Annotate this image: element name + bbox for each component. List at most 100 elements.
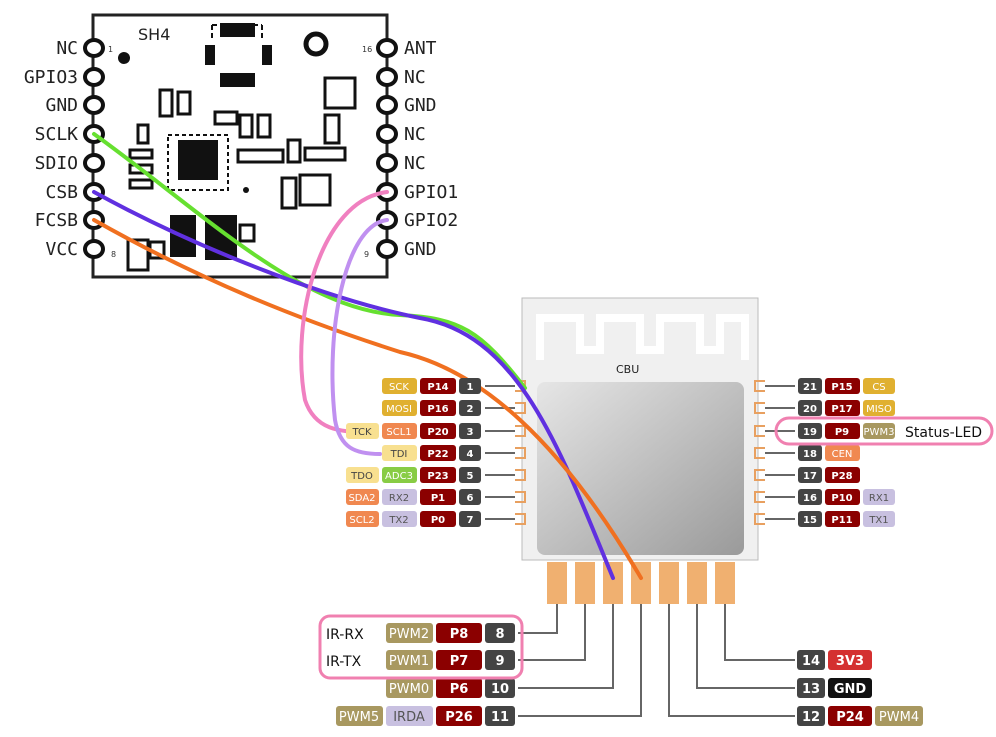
func-label: MOSI xyxy=(386,404,412,415)
func-label: ADC3 xyxy=(385,471,413,482)
func-label: SCL1 xyxy=(386,427,411,438)
func-label: RX2 xyxy=(389,493,409,504)
cbu-antenna-trace xyxy=(536,314,749,360)
cbu-right-pads xyxy=(754,380,765,525)
pin-number: 15 xyxy=(803,515,817,526)
gpio-label: P6 xyxy=(450,682,469,697)
gpio-label: P8 xyxy=(450,627,469,642)
gpio-label: P26 xyxy=(445,710,473,725)
sh4-left-pin-labels: NC GPIO3 GND SCLK SDIO CSB FCSB VCC xyxy=(24,38,78,260)
pin-number: 5 xyxy=(467,471,474,482)
sh4-pin9-number: 9 xyxy=(364,250,369,259)
pin-number: 8 xyxy=(495,627,504,642)
sh4-left-pin-label: GND xyxy=(45,95,78,116)
func-label: TX2 xyxy=(388,515,408,526)
sh4-left-pin-label: SCLK xyxy=(35,124,79,145)
status-led-highlight xyxy=(774,416,994,446)
gpio-label: P23 xyxy=(427,471,448,482)
cbu-bottom-left-labels: 8 P8 PWM2 9 P7 PWM1 10 P6 PWM0 11 P26 IR… xyxy=(336,623,515,726)
sh4-right-pin-label: NC xyxy=(404,67,426,88)
func-label-2: SDA2 xyxy=(348,493,375,504)
func-label: PWM4 xyxy=(879,710,919,725)
func-label: PWM1 xyxy=(389,654,429,669)
sh4-board: SH4 1 16 8 9 xyxy=(24,13,458,279)
cbu-left-labels: 1 P14 SCK 2 P16 MOSI 3 P20 SCL1 TCK 4 P2… xyxy=(346,378,481,527)
sh4-pin8-number: 8 xyxy=(111,250,116,259)
pin-number: 17 xyxy=(803,471,817,482)
pin-number: 21 xyxy=(803,382,817,393)
sh4-left-pin-label: FCSB xyxy=(35,210,78,231)
sh4-right-pin-labels: ANT NC GND NC NC GPIO1 GPIO2 GND xyxy=(404,38,458,260)
func-label: CS xyxy=(872,382,885,393)
func-label: PWM0 xyxy=(389,682,429,697)
sh4-mount-hole xyxy=(303,31,329,57)
sh4-left-pin-label: GPIO3 xyxy=(24,67,78,88)
func-label: PWM3 xyxy=(864,427,895,438)
cbu-title: CBU xyxy=(616,363,639,376)
sh4-pin16-number: 16 xyxy=(362,45,372,54)
func-label: TDI xyxy=(390,449,408,460)
func-label: PWM2 xyxy=(389,627,429,642)
gpio-label: P24 xyxy=(836,710,864,725)
pin-number: 19 xyxy=(803,427,817,438)
sh4-title: SH4 xyxy=(138,25,170,44)
func-label-2: TCK xyxy=(351,427,372,438)
sh4-left-pin-label: SDIO xyxy=(35,153,78,174)
power-label: 3V3 xyxy=(836,654,864,669)
func-label: MISO xyxy=(866,404,892,415)
pin-number: 6 xyxy=(467,493,474,504)
pin-number: 2 xyxy=(467,404,474,415)
gpio-label: P17 xyxy=(831,404,852,415)
pin-number: 18 xyxy=(803,449,817,460)
gpio-label: P0 xyxy=(431,515,445,526)
cbu-module: CBU xyxy=(515,297,765,604)
func-label: RX1 xyxy=(869,493,889,504)
sh4-right-pin-label: NC xyxy=(404,153,426,174)
sh4-right-pin-label: GPIO1 xyxy=(404,182,458,203)
sh4-left-pin-label: CSB xyxy=(45,182,78,203)
gpio-label: P22 xyxy=(427,449,448,460)
wire-fcsb-orange xyxy=(92,218,643,580)
cbu-bottom-right-labels: 14 3V3 13 GND 12 P24 PWM4 xyxy=(797,650,923,726)
gpio-label: P28 xyxy=(831,471,852,482)
cbu-leader-lines xyxy=(485,385,795,717)
func-label-2: PWM5 xyxy=(339,710,379,725)
wires xyxy=(92,132,643,580)
ir-tx-label: IR-TX xyxy=(326,654,362,670)
sh4-left-pin-holes xyxy=(83,38,105,259)
gpio-label: P20 xyxy=(427,427,448,438)
sh4-pin1-number: 1 xyxy=(108,45,113,54)
sh4-right-pin-label: NC xyxy=(404,124,426,145)
pin-number: 16 xyxy=(803,493,817,504)
gpio-label: P16 xyxy=(427,404,448,415)
sh4-right-pin-label: GND xyxy=(404,239,437,260)
pin-number: 7 xyxy=(467,515,474,526)
pin-number: 13 xyxy=(802,682,820,697)
wire-gpio2-violet xyxy=(330,218,389,456)
wire-gpio1-pink xyxy=(299,190,389,434)
sh4-right-pin-label: GND xyxy=(404,95,437,116)
pin-number: 9 xyxy=(495,654,504,669)
cbu-bottom-pads xyxy=(547,562,735,604)
wire-sclk-green xyxy=(92,132,527,390)
pin-number: 10 xyxy=(491,682,509,697)
ir-rx-label: IR-RX xyxy=(326,627,364,643)
func-label-2: SCL2 xyxy=(349,515,374,526)
func-label: CEN xyxy=(832,449,853,460)
pin-number: 14 xyxy=(802,654,820,669)
gpio-label: P15 xyxy=(831,382,852,393)
sh4-right-pin-label: ANT xyxy=(404,38,437,59)
gpio-label: P11 xyxy=(831,515,852,526)
func-label: TX1 xyxy=(868,515,888,526)
func-label: SCK xyxy=(389,382,409,393)
pin-number: 1 xyxy=(467,382,474,393)
func-label-2: TDO xyxy=(350,471,373,482)
pin-number: 12 xyxy=(802,710,820,725)
sh4-right-pin-holes xyxy=(376,38,398,259)
status-led-label: Status-LED xyxy=(905,425,982,441)
sh4-right-pin-label: GPIO2 xyxy=(404,210,458,231)
ir-highlight xyxy=(318,614,524,680)
sh4-left-pin-label: VCC xyxy=(45,239,78,260)
sh4-left-pin-label: NC xyxy=(56,38,78,59)
